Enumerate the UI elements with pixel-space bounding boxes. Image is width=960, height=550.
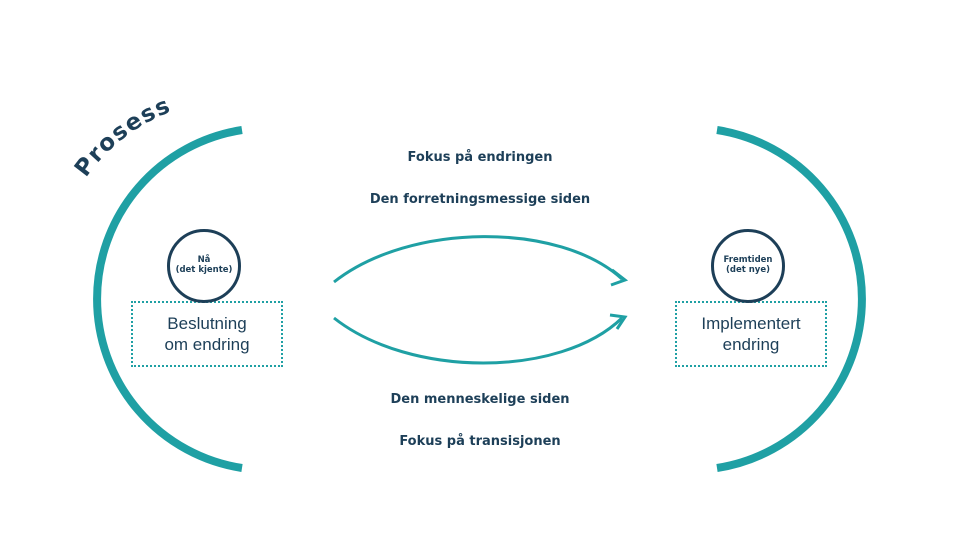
current-state-circle: Nå (det kjente) — [167, 229, 241, 303]
current-state-circle-line1: Nå — [197, 255, 211, 266]
human-side-label: Den menneskelige siden — [390, 392, 570, 407]
current-state-box-line1: Beslutning — [167, 313, 247, 333]
focus-change-label: Fokus på endringen — [407, 150, 553, 165]
future-state-circle-line1: Fremtiden — [723, 255, 773, 266]
future-state-circle-line2: (det nye) — [726, 265, 770, 275]
human-side-arrow — [333, 316, 624, 365]
future-state-box-line1: Implementert — [701, 313, 801, 333]
future-state-box: Implementert endring — [675, 301, 827, 367]
left-bracket-arc — [93, 126, 243, 472]
focus-transition-label: Fokus på transisjonen — [399, 434, 561, 449]
current-state-box: Beslutning om endring — [131, 301, 283, 367]
current-state-box-line2: om endring — [164, 335, 250, 354]
current-state-circle-line2: (det kjente) — [175, 265, 233, 275]
right-bracket-arc — [716, 126, 866, 472]
future-state-box-line2: endring — [722, 335, 780, 354]
human-side-arrowhead — [609, 313, 628, 330]
business-side-arrowhead — [610, 268, 629, 287]
business-side-arrow — [333, 235, 624, 284]
future-state-circle: Fremtiden (det nye) — [711, 229, 785, 303]
business-side-label: Den forretningsmessige siden — [369, 192, 591, 207]
